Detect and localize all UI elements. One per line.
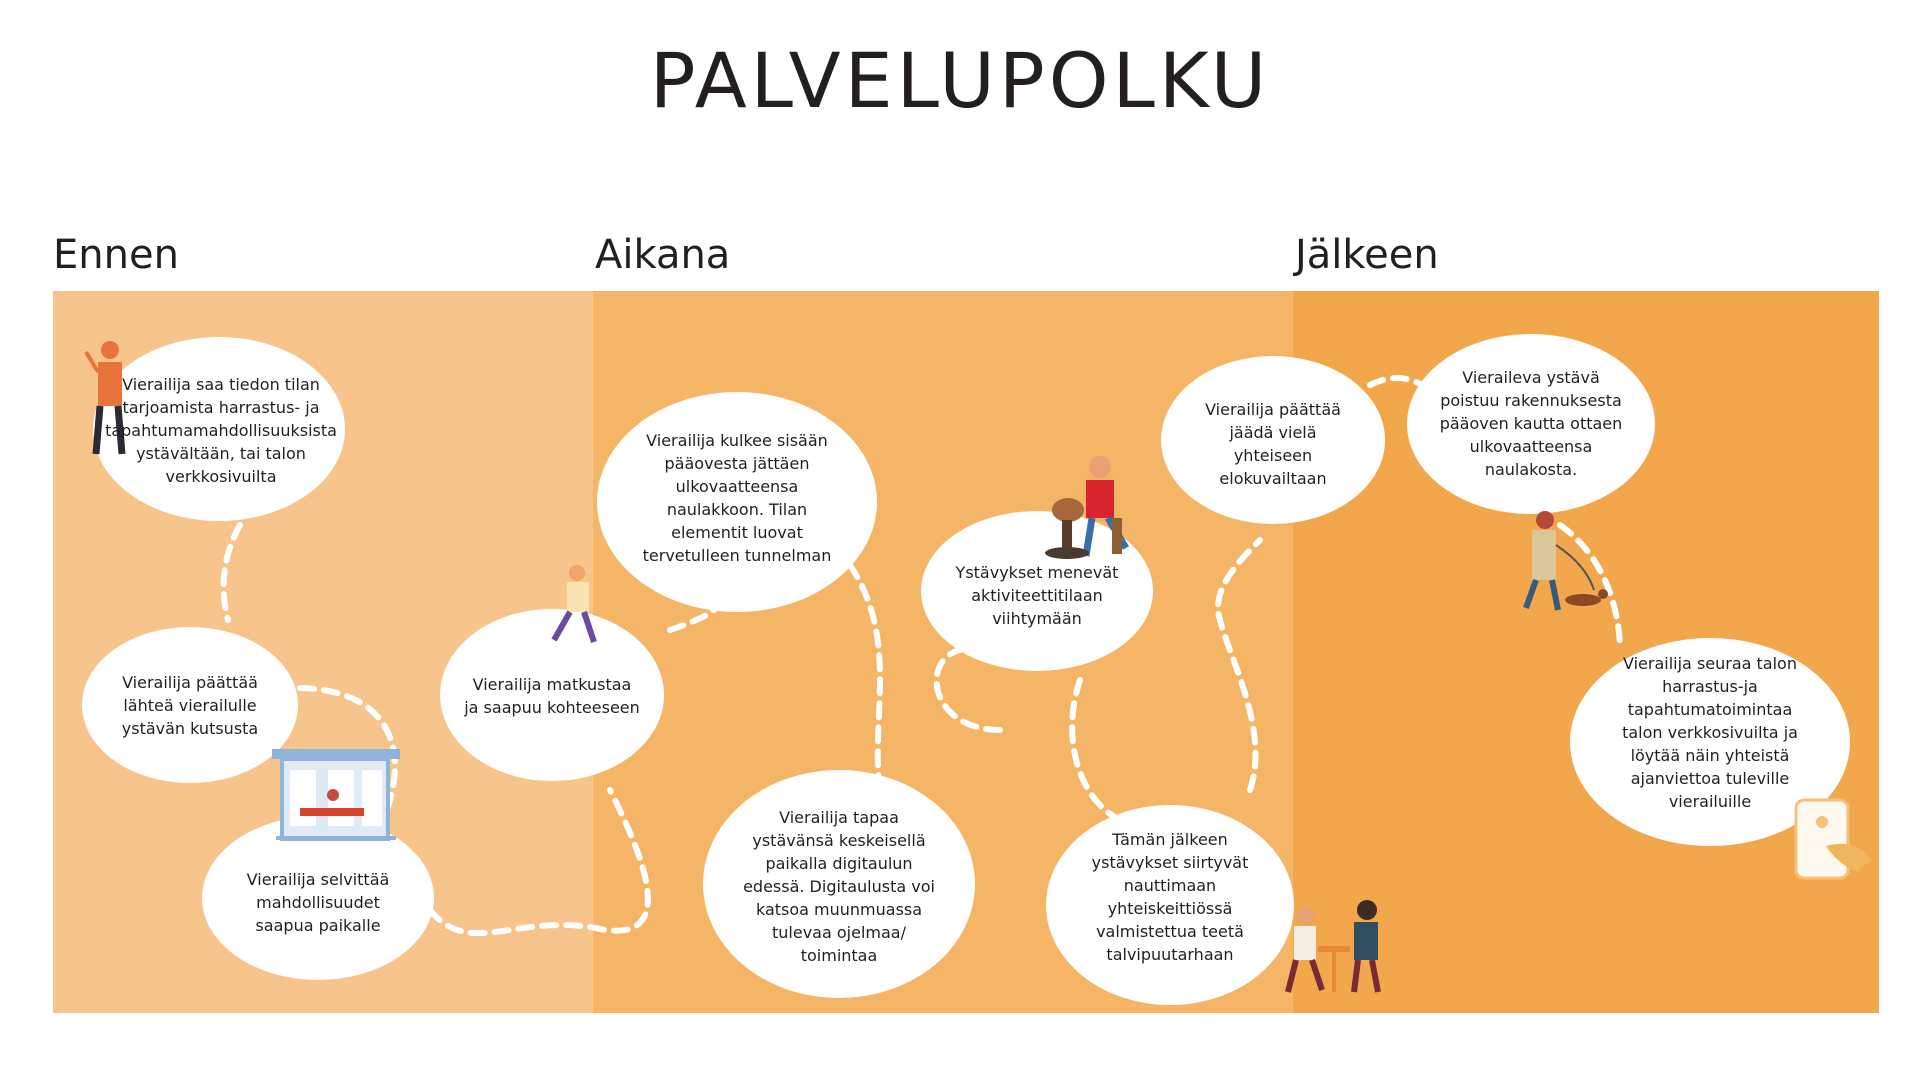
woman-phone-icon [84,341,126,455]
bubble-step-8 [1046,805,1294,1005]
bubble-step-5 [597,392,877,612]
step-text-8: Tämän jälkeen ystävykset siirtyvät nautt… [1091,830,1249,964]
phase-label-before: Ennen [53,232,179,278]
step-text-9: Vierailija päättää jäädä vielä yhteiseen… [1205,400,1341,488]
bubble-step-7 [921,511,1153,671]
step-text-10: Vieraileva ystävä poistuu rakennuksesta … [1439,367,1623,479]
bubble-step-4 [440,609,664,781]
bubble-step-6 [703,770,975,998]
page-title: PALVELUPOLKU [649,36,1271,125]
connector-5-6 [847,562,883,793]
step-text-5: Vierailija kulkee sisään pääovesta jättä… [642,431,832,565]
walking-person-icon [551,565,597,643]
step-text-3: Vierailija selvittää mahdollisuudet saap… [246,869,390,935]
connector-10-11 [1557,522,1623,653]
step-text-2: Vierailija päättää lähteä vierailulle ys… [121,672,259,738]
bubble-step-3 [202,816,434,980]
step-text-11: Vierailija seuraa talon harrastus-ja tap… [1622,653,1798,811]
step-text-7: Ystävykset menevät aktiviteettitilaan vi… [955,562,1119,628]
step-text-6: Vierailija tapaa ystävänsä keskeisellä p… [743,807,935,965]
connector-6-7 [933,647,1003,733]
phone-hand-icon [1794,798,1872,880]
step-text-4: Vierailija matkustaa ja saapuu kohteesee… [464,675,640,717]
bubble-step-1 [93,337,345,521]
tea-friends-icon [1285,900,1381,993]
connector-1-2 [220,522,243,623]
dog-walker-icon [1523,511,1608,611]
bubble-step-10 [1407,334,1655,514]
step-bubbles [82,334,1850,1005]
bus-stop-icon [272,749,400,841]
connector-3-4 [427,787,651,936]
step-text-1: Vierailija saa tiedon tilan tarjoamista … [105,374,337,486]
phase-label-after: Jälkeen [1295,232,1439,278]
bubble-step-2 [82,627,298,783]
bubble-step-11 [1570,638,1850,846]
pottery-wheel-person-icon [1045,456,1130,559]
connector-2-3 [297,685,398,818]
connector-8-9 [1215,537,1263,793]
phase-label-during: Aikana [595,232,731,278]
bubble-step-9 [1161,356,1385,524]
connector-7-8 [1069,677,1123,823]
